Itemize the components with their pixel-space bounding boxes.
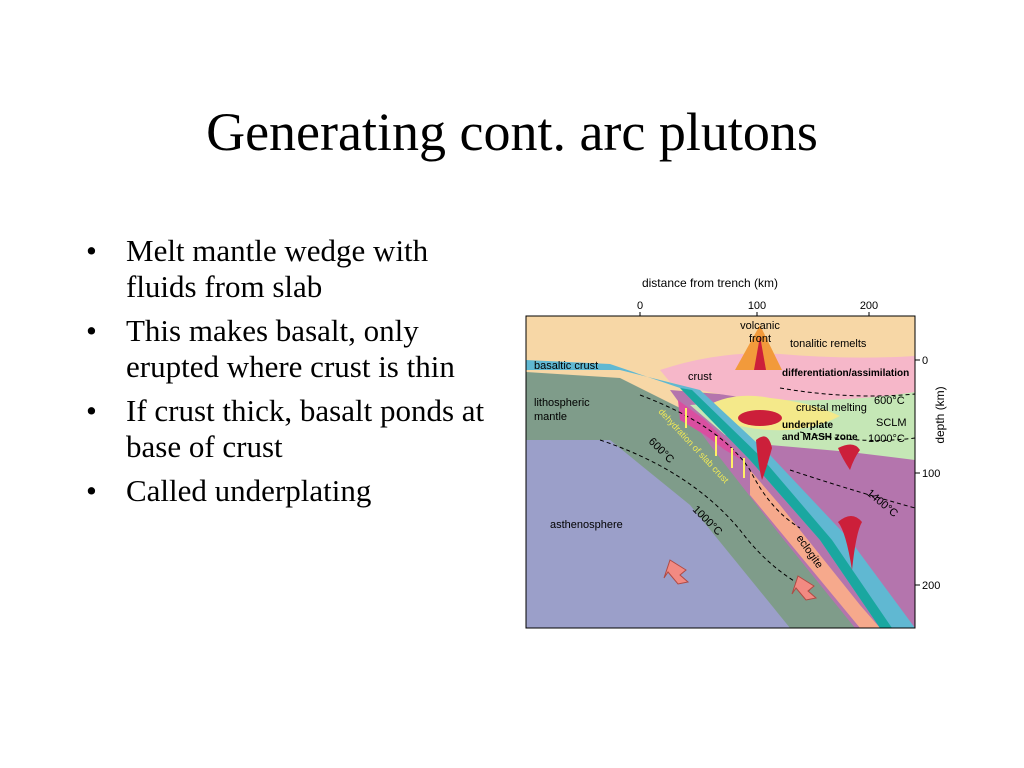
label-sclm: SCLM bbox=[876, 417, 907, 429]
bullet-dot: • bbox=[86, 393, 97, 428]
label-600-right: 600°C bbox=[874, 395, 905, 407]
volcanic-conduit bbox=[754, 336, 766, 370]
slab-teal bbox=[680, 388, 892, 628]
top-tick-label: 200 bbox=[860, 300, 878, 312]
bullet-item: • Melt mantle wedge with fluids from slab bbox=[86, 233, 486, 305]
cross-section bbox=[526, 316, 915, 628]
isotherm-1400 bbox=[789, 469, 915, 509]
plate-motion-arrow bbox=[791, 575, 818, 601]
right-tick-label: 100 bbox=[922, 468, 940, 480]
magma-diapir bbox=[756, 436, 772, 480]
label-1000-right: 1000°C bbox=[868, 433, 905, 445]
label-differentiation: differentiation/assimilation bbox=[782, 368, 909, 379]
bullet-dot: • bbox=[86, 233, 97, 268]
isotherm-600-right bbox=[779, 387, 915, 397]
slide-title: Generating cont. arc plutons bbox=[206, 102, 818, 162]
asthenosphere bbox=[526, 440, 790, 628]
magma-diapir bbox=[838, 516, 862, 570]
bullet-text: Melt mantle wedge with fluids from slab bbox=[126, 233, 429, 304]
bullet-text: If crust thick, basalt ponds at base of … bbox=[126, 393, 485, 464]
top-tick-label: 0 bbox=[637, 300, 643, 312]
label-mantle: mantle bbox=[534, 411, 567, 423]
plate-motion-arrow bbox=[663, 559, 690, 585]
subduction-diagram: distance from trench (km) 0 100 200 bbox=[520, 270, 960, 632]
label-basaltic-crust: basaltic crust bbox=[534, 360, 598, 372]
right-tick-label: 0 bbox=[922, 355, 928, 367]
isotherm-600-slab bbox=[639, 394, 801, 529]
isotherm-1000-slab bbox=[599, 439, 811, 591]
top-tick-label: 100 bbox=[748, 300, 766, 312]
bullet-item: • If crust thick, basalt ponds at base of… bbox=[86, 393, 486, 465]
label-crust: crust bbox=[688, 371, 712, 383]
right-tick-label: 200 bbox=[922, 580, 940, 592]
label-front: front bbox=[749, 333, 771, 345]
bullet-text: This makes basalt, only erupted where cr… bbox=[126, 313, 455, 384]
label-volcanic: volcanic bbox=[740, 320, 780, 332]
label-tonalitic-remelts: tonalitic remelts bbox=[790, 338, 867, 350]
magma-diapir bbox=[838, 444, 860, 470]
label-crustal-melting: crustal melting bbox=[796, 402, 867, 414]
bullet-text: Called underplating bbox=[126, 473, 372, 508]
bullet-item: • Called underplating bbox=[86, 473, 486, 509]
label-lithospheric: lithospheric bbox=[534, 397, 590, 409]
bullet-dot: • bbox=[86, 473, 97, 508]
continental-crust bbox=[660, 353, 915, 401]
subduction-diagram-svg: distance from trench (km) 0 100 200 bbox=[525, 276, 947, 629]
label-asthenosphere: asthenosphere bbox=[550, 519, 623, 531]
bullet-dot: • bbox=[86, 313, 97, 348]
label-underplate: underplate bbox=[782, 420, 834, 431]
underplate-magma bbox=[738, 410, 782, 426]
isotherm-1000-right bbox=[799, 431, 915, 441]
bullet-list: • Melt mantle wedge with fluids from slab… bbox=[86, 233, 486, 517]
bullet-item: • This makes basalt, only erupted where c… bbox=[86, 313, 486, 385]
right-axis-label: depth (km) bbox=[933, 386, 947, 443]
label-mash-zone: and MASH zone bbox=[782, 432, 858, 443]
basaltic-crust bbox=[526, 360, 915, 628]
top-axis-label: distance from trench (km) bbox=[642, 276, 778, 290]
slab-margin bbox=[750, 470, 880, 628]
